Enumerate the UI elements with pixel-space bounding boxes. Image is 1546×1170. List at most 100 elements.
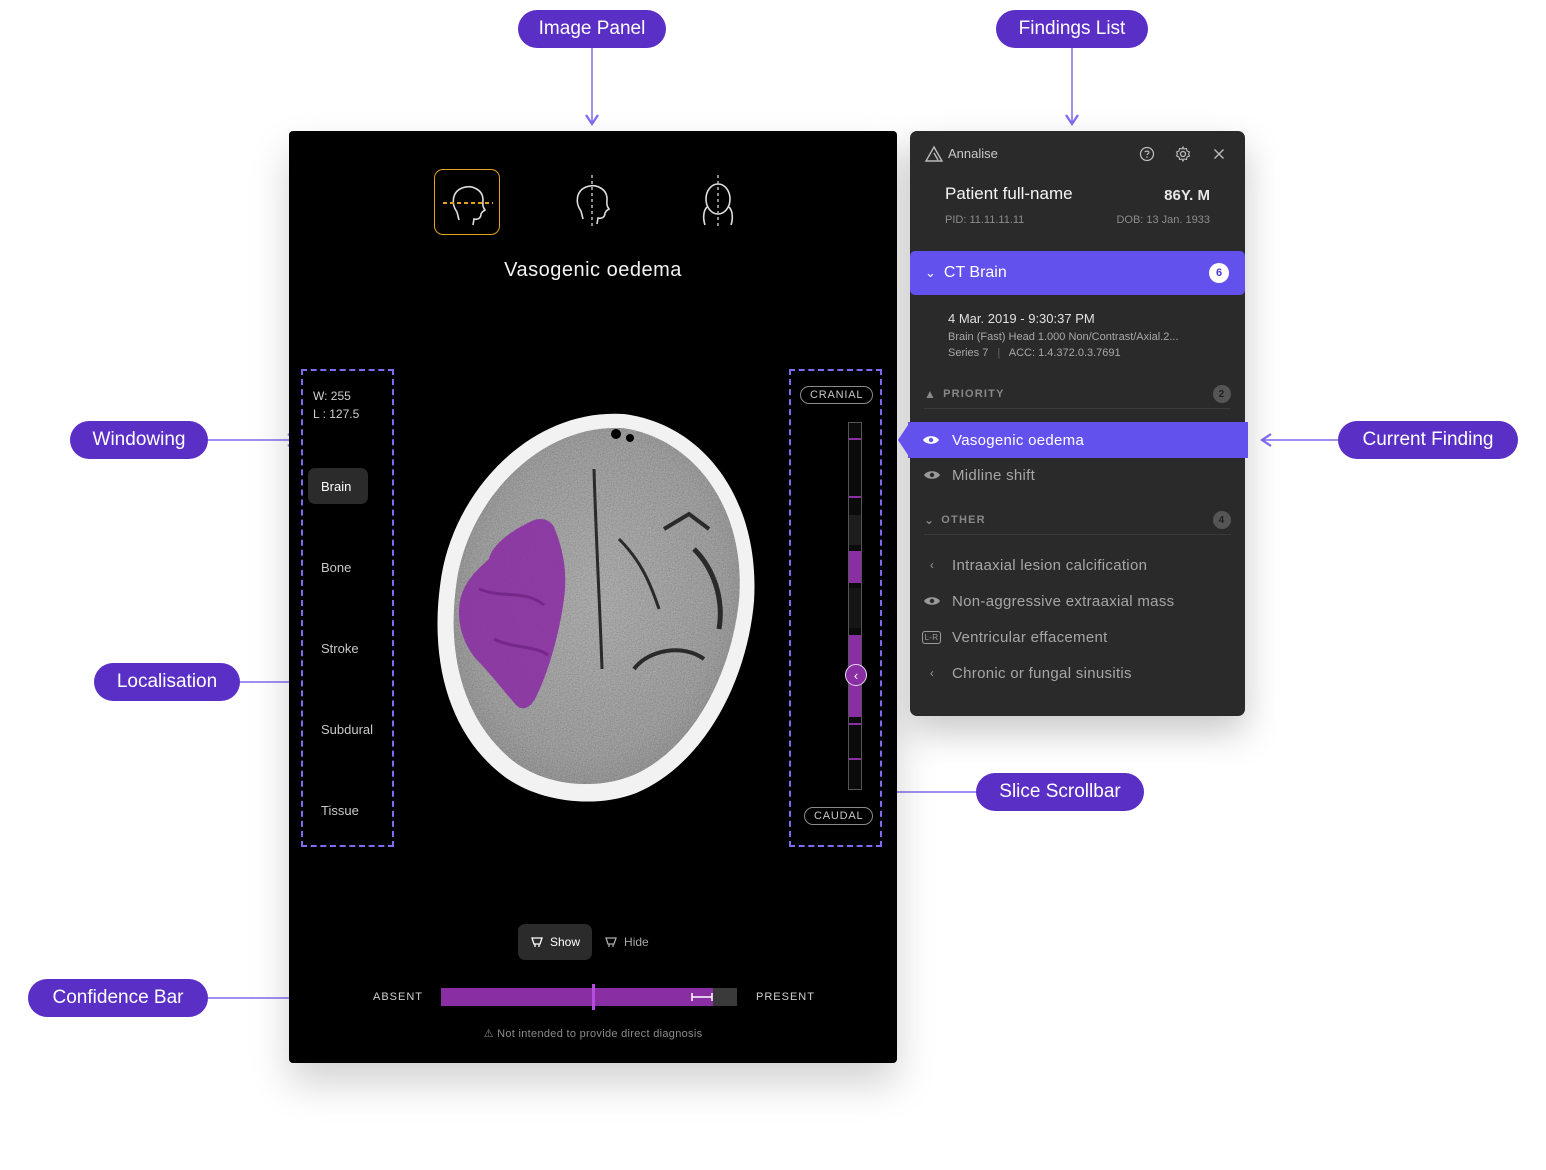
slice-segment — [849, 588, 861, 628]
disclaimer: ⚠ Not intended to provide direct diagnos… — [289, 1027, 897, 1040]
slice-top-label: CRANIAL — [800, 386, 874, 404]
overlay-toggle: Show Hide — [518, 924, 661, 960]
patient-age-sex: 86Y. M — [1164, 187, 1210, 204]
eye-icon — [922, 433, 940, 450]
chevron-left-icon: ‹ — [929, 666, 935, 680]
sagittal-view-icon — [576, 175, 611, 229]
priority-section-header[interactable]: ▲ PRIORITY 2 — [924, 385, 1231, 409]
coronal-view-button[interactable] — [685, 169, 751, 235]
confidence-threshold-marker — [592, 984, 595, 1010]
window-level-value: L : 127.5 — [313, 407, 360, 421]
confidence-fill — [441, 988, 713, 1006]
callout-windowing: Windowing — [70, 421, 208, 459]
current-finding-title: Vasogenic oedema — [504, 259, 682, 281]
disclaimer-text: Not intended to provide direct diagnosis — [497, 1028, 703, 1040]
annalise-logo-icon — [924, 145, 944, 162]
finding-label: Ventricular effacement — [952, 628, 1108, 646]
other-label: OTHER — [941, 513, 986, 526]
finding-label: Non-aggressive extraaxial mass — [952, 592, 1175, 610]
eye-icon — [923, 593, 941, 609]
gear-icon — [1175, 145, 1191, 163]
help-button[interactable] — [1137, 144, 1157, 164]
slice-handle[interactable]: ‹ — [845, 664, 867, 686]
finding-label: Chronic or fungal sinusitis — [952, 664, 1132, 682]
slice-scrollbar[interactable]: CRANIAL ‹ CAUDAL — [789, 369, 882, 847]
ct-scan-image[interactable] — [434, 409, 764, 809]
close-icon — [1214, 149, 1224, 159]
study-header[interactable]: ⌄ CT Brain 6 — [910, 251, 1245, 295]
chevron-down-icon: ⌄ — [924, 512, 936, 527]
slice-bottom-label: CAUDAL — [804, 807, 874, 825]
callout-current-finding: Current Finding — [1338, 421, 1518, 459]
finding-item-intraaxial-lesion-calcification[interactable]: ‹ Intraaxial lesion calcification — [910, 548, 1245, 582]
callout-image-panel: Image Panel — [518, 10, 666, 48]
current-finding-pointer — [898, 422, 910, 458]
overlay-hide-label: Hide — [624, 935, 649, 949]
coronal-view-icon — [702, 175, 734, 229]
study-title: CT Brain — [943, 264, 1007, 281]
chevron-left-icon: ‹ — [853, 667, 859, 683]
slice-marker — [849, 438, 861, 440]
window-preset-brain[interactable]: Brain — [308, 468, 368, 504]
patient-id: PID: 11.11.11.11 — [945, 214, 1025, 226]
window-width-value: W: 255 — [313, 389, 351, 403]
patient-name: Patient full-name — [945, 184, 1073, 203]
other-section-header[interactable]: ⌄ OTHER 4 — [924, 511, 1231, 535]
overlay-hide-icon — [605, 937, 617, 947]
overlay-hide-button[interactable]: Hide — [592, 924, 661, 960]
warning-icon: ⚠ — [483, 1028, 494, 1040]
patient-dob: DOB: 13 Jan. 1933 — [1116, 214, 1210, 226]
warning-icon: ▲ — [924, 386, 938, 401]
chevron-down-icon: ⌄ — [925, 265, 936, 280]
confidence-range-icon — [691, 993, 713, 1001]
window-preset-stroke[interactable]: Stroke — [321, 640, 359, 656]
finding-item-ventricular-effacement[interactable]: L-R Ventricular effacement — [910, 620, 1245, 654]
finding-item-chronic-or-fungal-sinusitis[interactable]: ‹ Chronic or fungal sinusitis — [910, 656, 1245, 690]
study-description: Brain (Fast) Head 1.000 Non/Contrast/Axi… — [948, 331, 1179, 343]
slice-marker — [849, 758, 861, 760]
callout-slice-scrollbar: Slice Scrollbar — [976, 773, 1144, 811]
confidence-bar — [441, 984, 737, 1010]
overlay-show-icon — [531, 937, 543, 947]
callout-localisation: Localisation — [94, 663, 240, 701]
window-preset-subdural[interactable]: Subdural — [321, 721, 374, 737]
slice-segment-flagged — [849, 551, 861, 583]
help-icon — [1139, 146, 1155, 162]
window-preset-tissue[interactable]: Tissue — [321, 802, 359, 818]
priority-count: 2 — [1213, 385, 1231, 403]
slice-segment — [849, 515, 861, 545]
slice-marker — [849, 723, 861, 725]
finding-label: Midline shift — [952, 466, 1036, 484]
study-finding-count: 6 — [1209, 263, 1229, 283]
slice-track[interactable] — [848, 422, 862, 790]
callout-findings-list: Findings List — [996, 10, 1148, 48]
slice-marker — [849, 496, 861, 498]
lr-badge-icon: L-R — [919, 629, 944, 645]
study-date: 4 Mar. 2019 - 9:30:37 PM — [948, 311, 1095, 326]
localisation-overlay — [458, 519, 566, 709]
finding-item-midline-shift[interactable]: Midline shift — [910, 458, 1245, 492]
priority-label: PRIORITY — [943, 387, 1005, 400]
close-button[interactable] — [1209, 144, 1229, 164]
sagittal-view-button[interactable] — [559, 169, 625, 235]
window-preset-bone[interactable]: Bone — [321, 559, 352, 575]
finding-label: Intraaxial lesion calcification — [952, 556, 1148, 574]
other-count: 4 — [1213, 511, 1231, 529]
finding-item-non-aggressive-extraaxial-mass[interactable]: Non-aggressive extraaxial mass — [910, 584, 1245, 618]
finding-item-vasogenic-oedema-current[interactable]: Vasogenic oedema — [908, 422, 1248, 458]
study-series-line: Series 7 | ACC: 1.4.372.0.3.7691 — [948, 347, 1121, 359]
finding-label: Vasogenic oedema — [952, 431, 1085, 449]
brand-name: Annalise — [948, 146, 998, 161]
windowing-panel: W: 255 L : 127.5 Brain Bone Stroke Subdu… — [301, 369, 394, 847]
study-series: Series 7 — [948, 347, 989, 359]
overlay-show-button[interactable]: Show — [518, 924, 593, 960]
callout-confidence-bar: Confidence Bar — [28, 979, 208, 1017]
axial-view-icon — [443, 185, 493, 226]
image-panel: Vasogenic oedema W: 255 L : 127.5 Brain … — [289, 131, 897, 1063]
chevron-left-icon: ‹ — [929, 558, 935, 572]
confidence-present-label: PRESENT — [756, 991, 815, 1003]
axial-view-button[interactable] — [434, 169, 500, 235]
overlay-show-label: Show — [550, 935, 581, 949]
confidence-absent-label: ABSENT — [373, 991, 424, 1003]
settings-button[interactable] — [1173, 144, 1193, 164]
